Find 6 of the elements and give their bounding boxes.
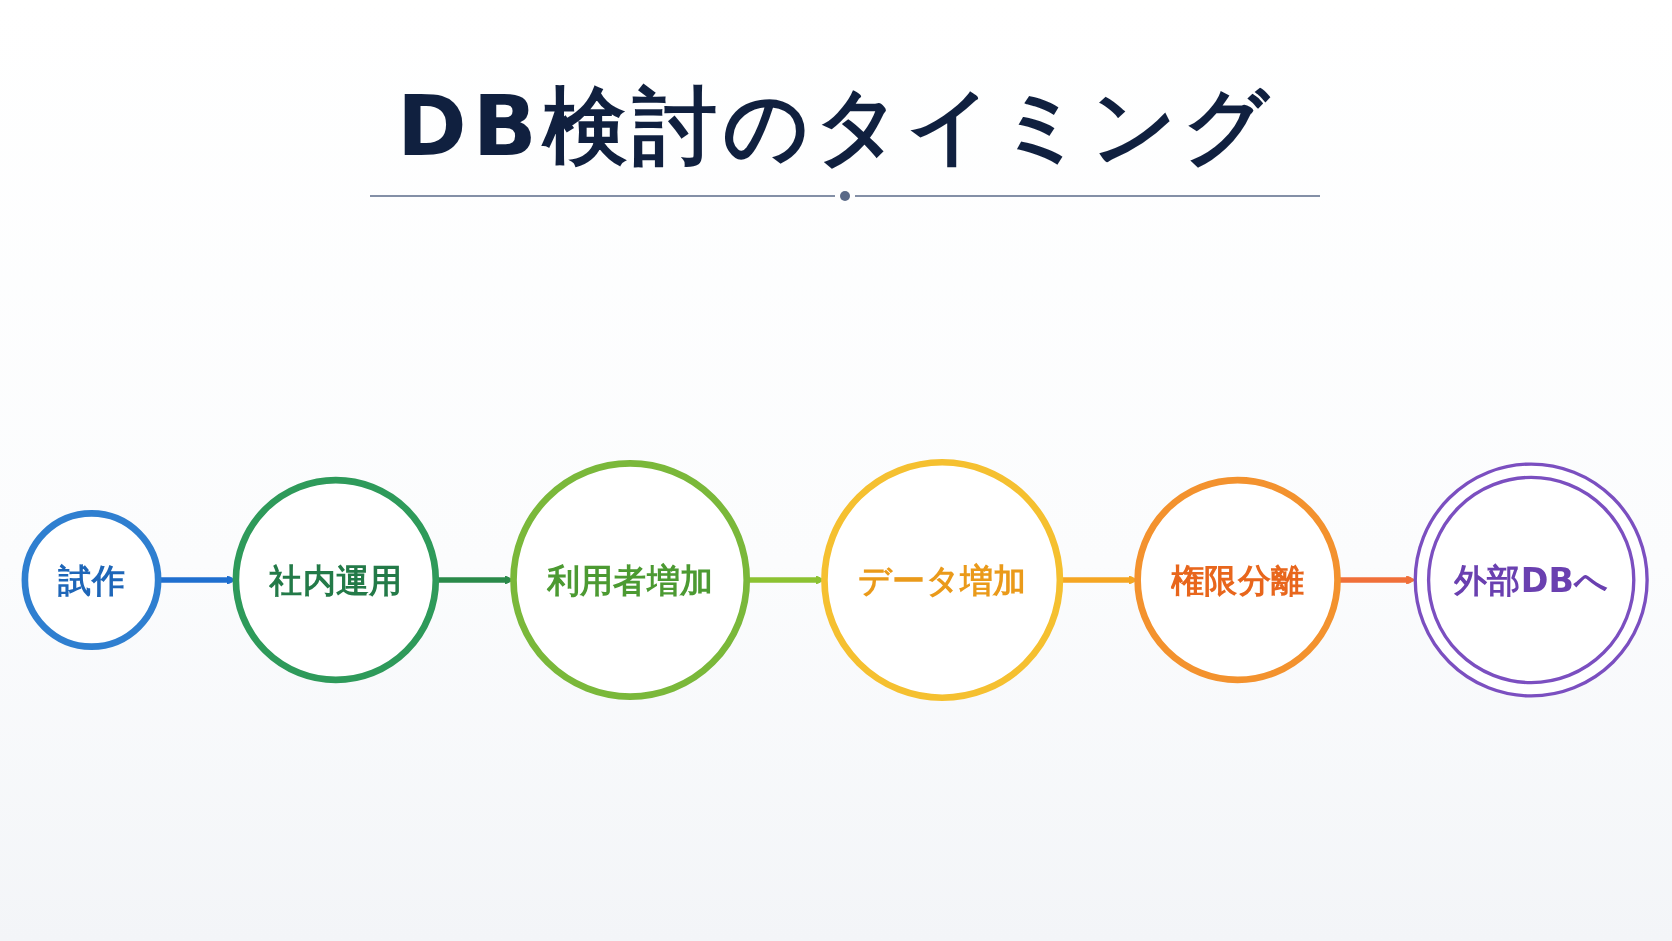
- node-circle: 社内運用: [232, 476, 440, 684]
- title: DB検討のタイミング: [397, 78, 1275, 175]
- node-circle: 外部DBへ: [1413, 462, 1649, 698]
- node-circle: データ増加: [821, 458, 1064, 702]
- node-circle: 権限分離: [1134, 476, 1341, 684]
- node-circle: 試作: [21, 510, 162, 650]
